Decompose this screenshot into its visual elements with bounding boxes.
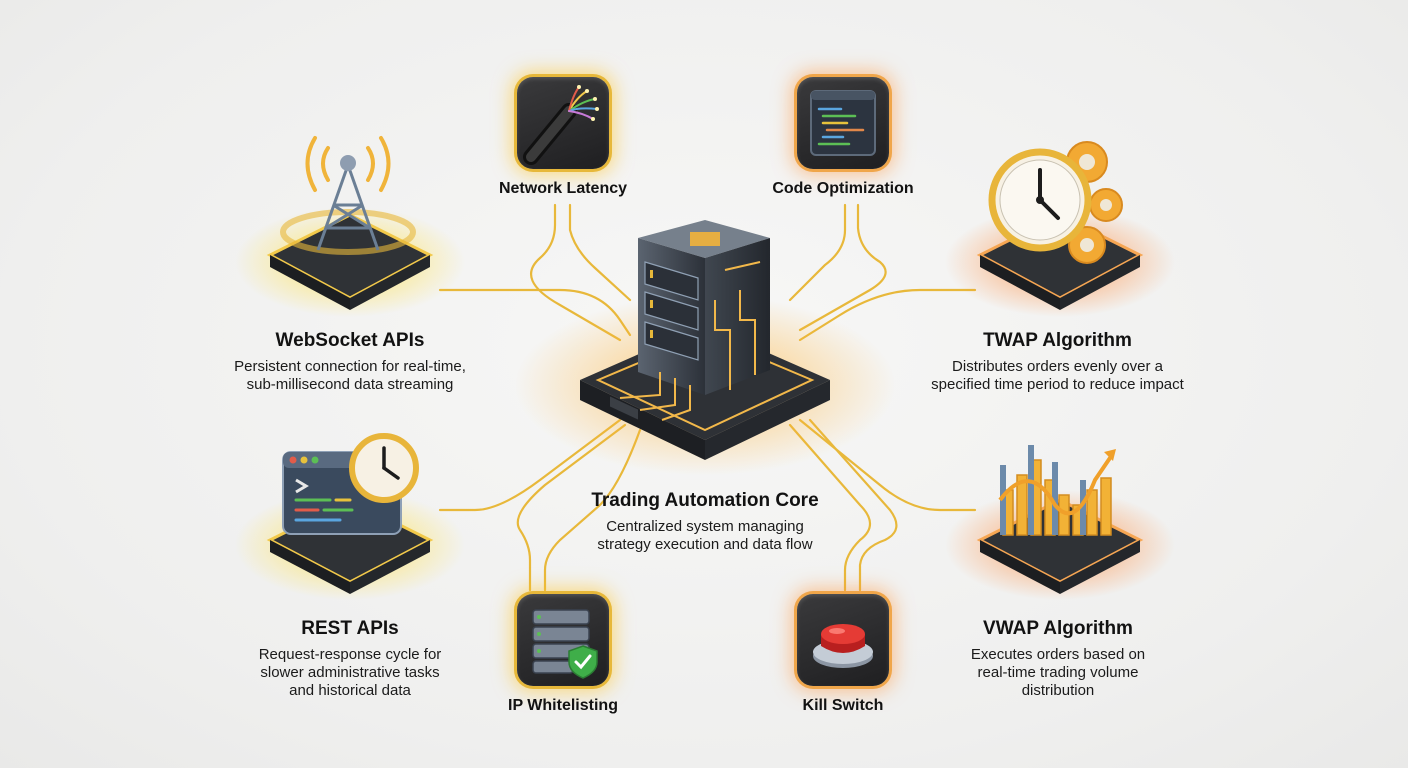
core-description: Centralized system managing strategy exe… [597, 518, 813, 553]
terminal-clock-icon [282, 433, 419, 535]
wire-network-1 [530, 203, 622, 342]
wire-rest [438, 418, 622, 512]
rest-title: REST APIs [301, 618, 399, 639]
twap-description: Distributes orders evenly over a specifi… [931, 358, 1184, 393]
wire-kill-1 [788, 423, 872, 592]
red-button-icon [813, 624, 873, 668]
twap-node: TWAP Algorithm Distributes orders evenly… [900, 330, 1215, 394]
kill-switch-node: Kill Switch [743, 697, 943, 715]
ip-whitelisting-node: IP Whitelisting [463, 697, 663, 715]
fiber-cable-icon [523, 85, 599, 165]
network-latency-node: Network Latency [463, 180, 663, 198]
code-optimization-title: Code Optimization [772, 180, 914, 197]
websocket-description: Persistent connection for real-time, sub… [234, 358, 466, 393]
ip-whitelisting-tile [517, 594, 609, 686]
websocket-node: WebSocket APIs Persistent connection for… [195, 330, 505, 394]
vwap-title: VWAP Algorithm [983, 618, 1133, 639]
network-latency-tile [517, 77, 609, 169]
core-title: Trading Automation Core [591, 490, 819, 511]
kill-switch-tile [797, 594, 889, 686]
antenna-tower-icon [280, 136, 416, 255]
code-editor-icon [810, 90, 876, 156]
wire-kill-2 [808, 418, 898, 592]
kill-switch-title: Kill Switch [802, 697, 884, 714]
volume-chart-icon [998, 445, 1116, 536]
wire-group [438, 203, 977, 592]
code-optimization-node: Code Optimization [743, 180, 943, 198]
twap-title: TWAP Algorithm [983, 330, 1132, 351]
clock-gears-icon [988, 141, 1123, 264]
network-latency-title: Network Latency [498, 180, 628, 197]
server-shield-icon [532, 609, 598, 679]
wire-ip-1 [516, 423, 627, 592]
websocket-title: WebSocket APIs [275, 330, 425, 351]
server-tower-icon [619, 220, 770, 421]
core-node: Trading Automation Core Centralized syst… [560, 490, 850, 554]
wire-vwap [798, 418, 977, 512]
wire-code-2 [798, 203, 887, 332]
wire-twap [798, 288, 977, 342]
rest-node: REST APIs Request-response cycle for slo… [210, 618, 490, 700]
vwap-description: Executes orders based on real-time tradi… [970, 646, 1146, 699]
ip-whitelisting-title: IP Whitelisting [508, 697, 618, 714]
wire-network-2 [568, 203, 632, 302]
rest-description: Request-response cycle for slower admini… [258, 646, 442, 699]
pad-websocket [235, 207, 465, 317]
code-optimization-tile [797, 77, 889, 169]
vwap-node: VWAP Algorithm Executes orders based on … [918, 618, 1198, 700]
wire-code-1 [788, 203, 847, 302]
